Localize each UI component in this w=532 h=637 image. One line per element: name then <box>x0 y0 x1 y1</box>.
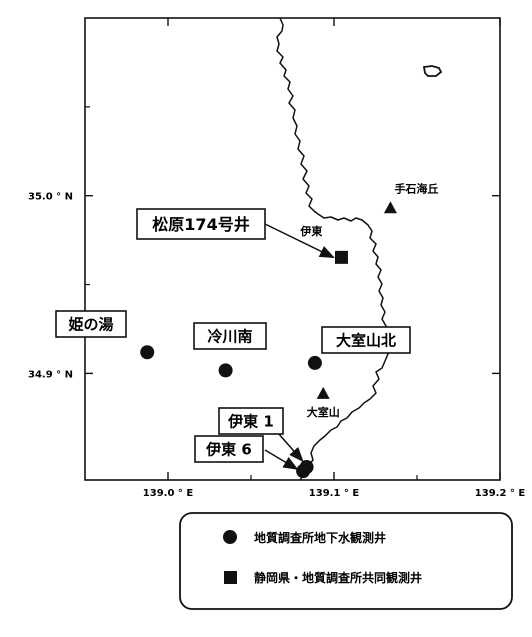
matsubara-arrow <box>264 223 335 259</box>
well-label: 冷川南 <box>207 327 252 345</box>
legend-box <box>179 512 513 610</box>
well-label-box <box>136 208 266 240</box>
well-square-marker <box>334 250 348 264</box>
lat-tick-label: 35.0 ° N <box>28 192 73 203</box>
well-circle-marker <box>296 464 311 479</box>
lat-tick-label: 34.9 ° N <box>28 369 73 380</box>
map-features <box>140 201 397 479</box>
well-label-box <box>218 407 284 435</box>
legend-square-symbol <box>224 571 237 584</box>
place-label: 大室山 <box>307 405 340 419</box>
well-label: 伊東 1 <box>227 412 274 430</box>
map-frame <box>84 17 501 481</box>
well-circle-marker <box>140 345 155 360</box>
legend-circle-label: 地質調査所地下水観測井 <box>254 530 386 545</box>
well-circle-marker <box>307 355 322 370</box>
well-label: 松原174号井 <box>152 215 249 234</box>
axis-ticks: 35.0 ° N 34.9 ° N 139.0 ° E 139.1 ° E 139.2 … <box>28 18 525 499</box>
island-outline <box>422 65 443 77</box>
ito1-arrow <box>277 432 304 463</box>
well-circle-marker <box>218 363 233 378</box>
well-label: 大室山北 <box>336 331 396 349</box>
place-label: 伊東 <box>299 224 323 238</box>
well-label-box <box>193 322 267 350</box>
lon-tick-label: 139.2 ° E <box>475 488 526 499</box>
well-label-box <box>194 435 264 463</box>
well-label-box <box>321 326 411 354</box>
legend-circle-symbol <box>223 530 237 544</box>
lon-tick-label: 139.0 ° E <box>143 488 194 499</box>
coastline <box>276 17 389 481</box>
volcano-triangle-marker <box>316 386 330 399</box>
volcano-triangle-marker <box>383 201 397 214</box>
well-label: 姫の湯 <box>68 315 113 333</box>
well-label: 伊東 6 <box>205 440 252 458</box>
place-label: 手石海丘 <box>394 181 438 195</box>
legend: 地質調査所地下水観測井 静岡県・地質調査所共同観測井 <box>179 512 513 610</box>
legend-square-label: 静岡県・地質調査所共同観測井 <box>254 570 422 585</box>
well-label-box <box>55 310 127 338</box>
ito6-arrow <box>264 449 299 470</box>
lon-tick-label: 139.1 ° E <box>309 488 360 499</box>
pointer-arrows <box>264 223 335 470</box>
